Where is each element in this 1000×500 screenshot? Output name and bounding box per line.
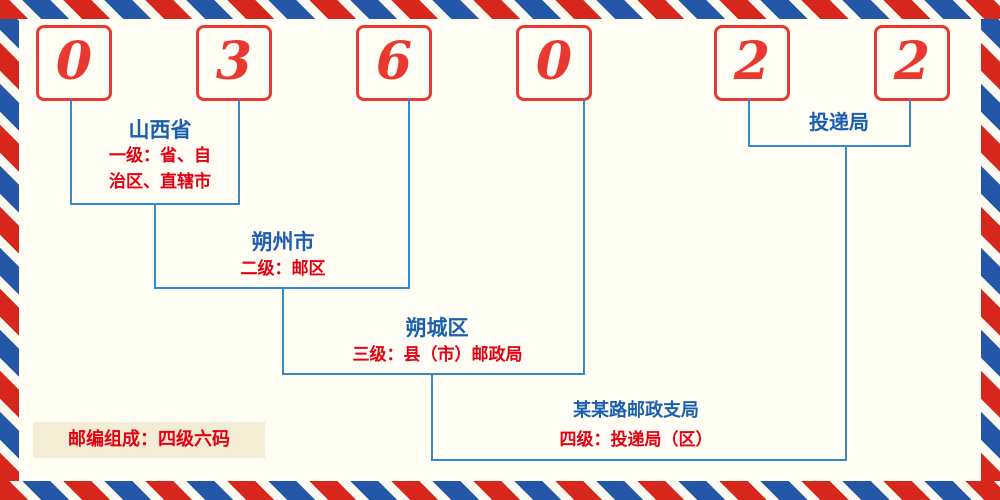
airmail-border-left (0, 19, 19, 481)
digit-box-1: 0 (36, 25, 112, 101)
level3-line-bottom (282, 373, 585, 375)
airmail-border-right (981, 19, 1000, 481)
province-desc-line1: 一级：省、自 (109, 146, 211, 166)
level4-line-left (431, 373, 433, 461)
digit-box-5: 2 (714, 25, 790, 101)
level4-line-bottom (431, 459, 847, 461)
digit-box-4: 0 (516, 25, 592, 101)
city-desc: 二级：邮区 (240, 259, 326, 279)
province-name: 山西省 (128, 118, 192, 142)
level3-line-left (282, 287, 284, 375)
level3-line-right (583, 99, 585, 375)
province-desc-line2: 治区、直辖市 (109, 172, 211, 192)
digit-box-6: 2 (874, 25, 950, 101)
footer-note: 邮编组成：四级六码 (33, 422, 265, 458)
level2-line-right (408, 99, 410, 289)
level2-line-left (154, 203, 156, 289)
district-name: 朔城区 (405, 316, 469, 340)
branch-desc: 四级：投递局（区） (559, 430, 713, 450)
delivery-name: 投递局 (809, 110, 869, 134)
city-name: 朔州市 (251, 230, 315, 254)
level4-line-right (845, 145, 847, 461)
level1-line-right (238, 99, 240, 205)
delivery-line-bottom (748, 145, 911, 147)
delivery-line-right (909, 99, 911, 147)
level1-line-left (70, 99, 72, 205)
province-desc: 一级：省、自 治区、直辖市 (70, 143, 250, 195)
airmail-border-bottom (0, 481, 1000, 500)
digit-box-3: 6 (356, 25, 432, 101)
delivery-line-left (748, 99, 750, 147)
district-desc: 三级：县（市）邮政局 (352, 345, 523, 365)
digit-box-2: 3 (196, 25, 272, 101)
branch-name: 某某路邮政支局 (573, 400, 699, 421)
airmail-border-top (0, 0, 1000, 19)
